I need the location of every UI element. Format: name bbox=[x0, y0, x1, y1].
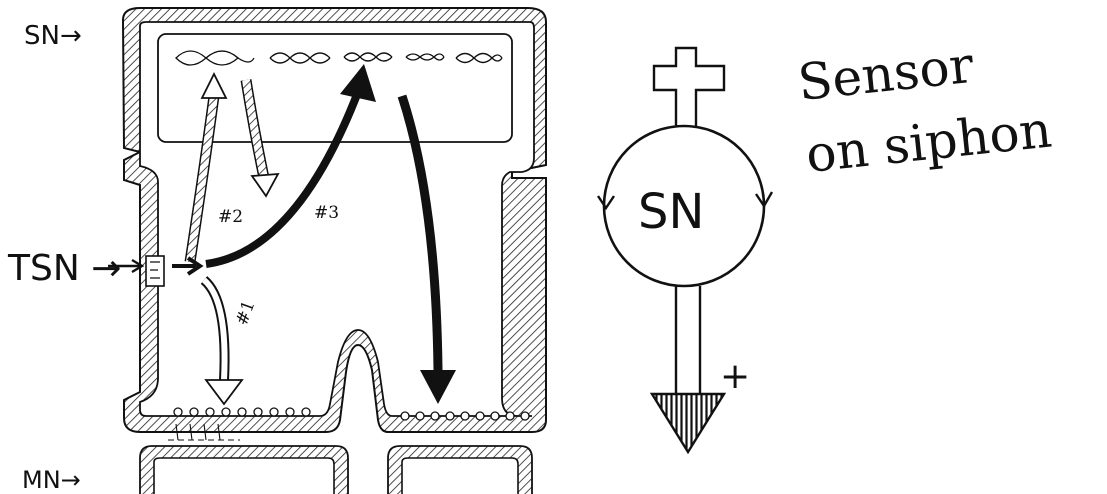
path1-arrow bbox=[200, 276, 244, 406]
sensor-symbol: SN + bbox=[597, 46, 774, 455]
vesicles-left bbox=[173, 407, 311, 417]
path2-label: #2 bbox=[218, 207, 243, 227]
sn-top-label: SN→ bbox=[24, 21, 82, 51]
vesicles-right bbox=[400, 411, 530, 421]
plus-sign: + bbox=[720, 356, 750, 397]
motor-neuron-blocks bbox=[139, 423, 533, 494]
path3-label: #3 bbox=[314, 203, 339, 223]
synapse-release-arrows bbox=[168, 423, 240, 441]
caption-line-1: Sensor bbox=[795, 36, 976, 112]
path2-arrow bbox=[184, 71, 280, 263]
path3-arrow bbox=[205, 64, 376, 268]
tsn-label: TSN → bbox=[7, 248, 121, 289]
dna-strands bbox=[175, 50, 503, 66]
caption-line-2: on siphon bbox=[803, 100, 1054, 183]
sensor-symbol-label: SN bbox=[638, 184, 704, 240]
downward-black-arrow bbox=[397, 94, 456, 404]
mn-bottom-label: MN→ bbox=[22, 466, 81, 494]
tsn-connector bbox=[108, 255, 204, 287]
